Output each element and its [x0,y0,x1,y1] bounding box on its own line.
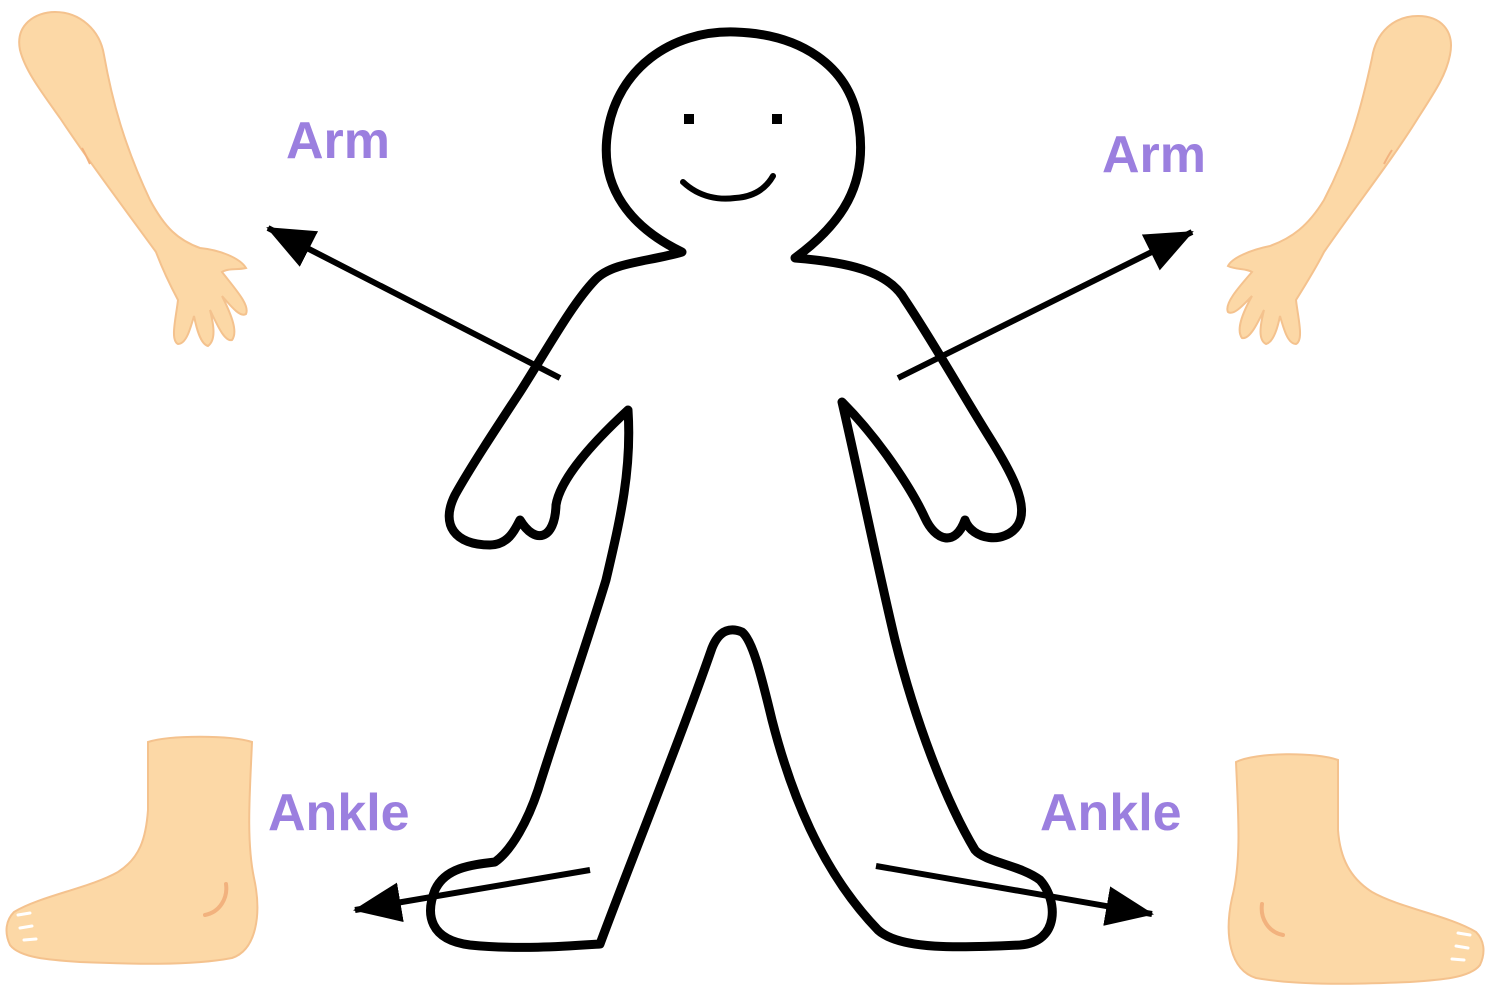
label-ankle-left: Ankle [268,784,410,842]
left-eye [684,114,694,124]
arm-icon [1227,16,1451,344]
label-arm-right: Arm [1102,126,1206,184]
arm-icon [19,12,246,346]
label-ankle-right: Ankle [1040,784,1182,842]
human-figure [431,32,1053,947]
figure-outline [431,32,1053,947]
foot-icon [7,737,258,964]
arrow-to-left-arm [268,228,560,378]
arrow-to-right-arm [898,232,1192,378]
label-arm-left: Arm [286,112,390,170]
right-eye [772,114,782,124]
foot-icon [1229,754,1484,984]
